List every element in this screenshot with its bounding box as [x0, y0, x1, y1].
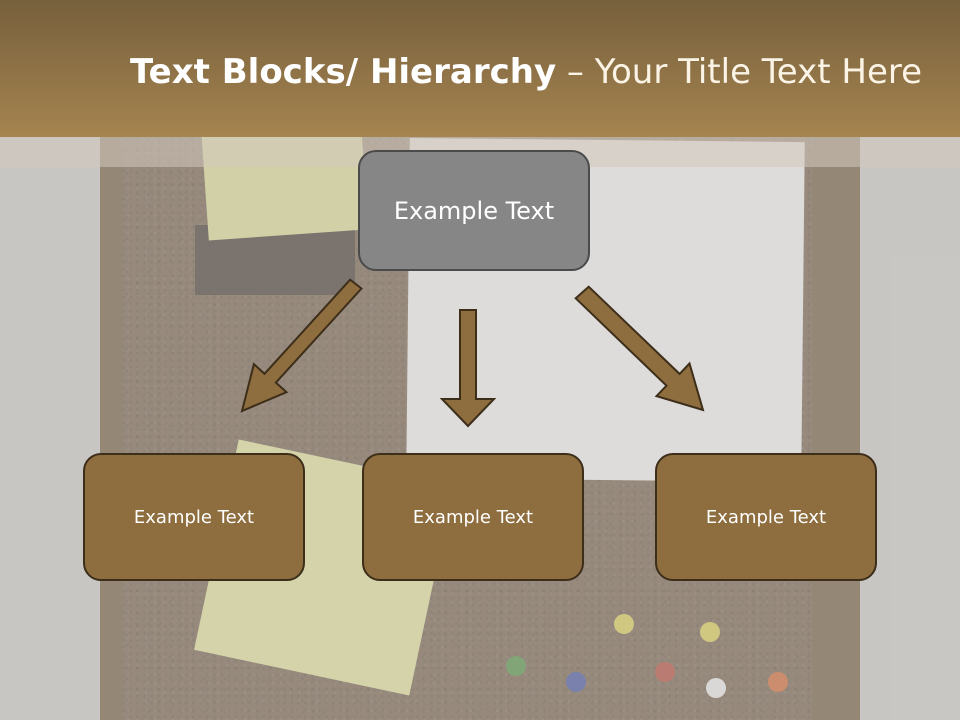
push-pin	[614, 614, 634, 634]
root-text: Example Text	[393, 196, 555, 225]
child-text-box-3[interactable]: Example Text	[655, 453, 877, 581]
push-pin	[768, 672, 788, 692]
child-text-box-1[interactable]: Example Text	[83, 453, 305, 581]
title-bar: Text Blocks/ Hierarchy – Your Title Text…	[0, 0, 960, 137]
push-pin	[506, 656, 526, 676]
root-text-box[interactable]: Example Text	[358, 150, 590, 271]
push-pin	[706, 678, 726, 698]
child-text-box-2[interactable]: Example Text	[362, 453, 584, 581]
slide-title-rest: – Your Title Text Here	[556, 52, 923, 92]
child-text-1: Example Text	[133, 506, 255, 528]
push-pin	[700, 622, 720, 642]
slide-title[interactable]: Text Blocks/ Hierarchy – Your Title Text…	[130, 52, 922, 92]
child-text-3: Example Text	[705, 506, 827, 528]
arrow-right	[574, 285, 705, 412]
child-text-2: Example Text	[412, 506, 534, 528]
arrow-center	[439, 309, 497, 428]
slide-title-bold: Text Blocks/ Hierarchy	[130, 52, 557, 92]
arrow-left	[240, 278, 363, 413]
push-pin	[655, 662, 675, 682]
push-pin	[566, 672, 586, 692]
